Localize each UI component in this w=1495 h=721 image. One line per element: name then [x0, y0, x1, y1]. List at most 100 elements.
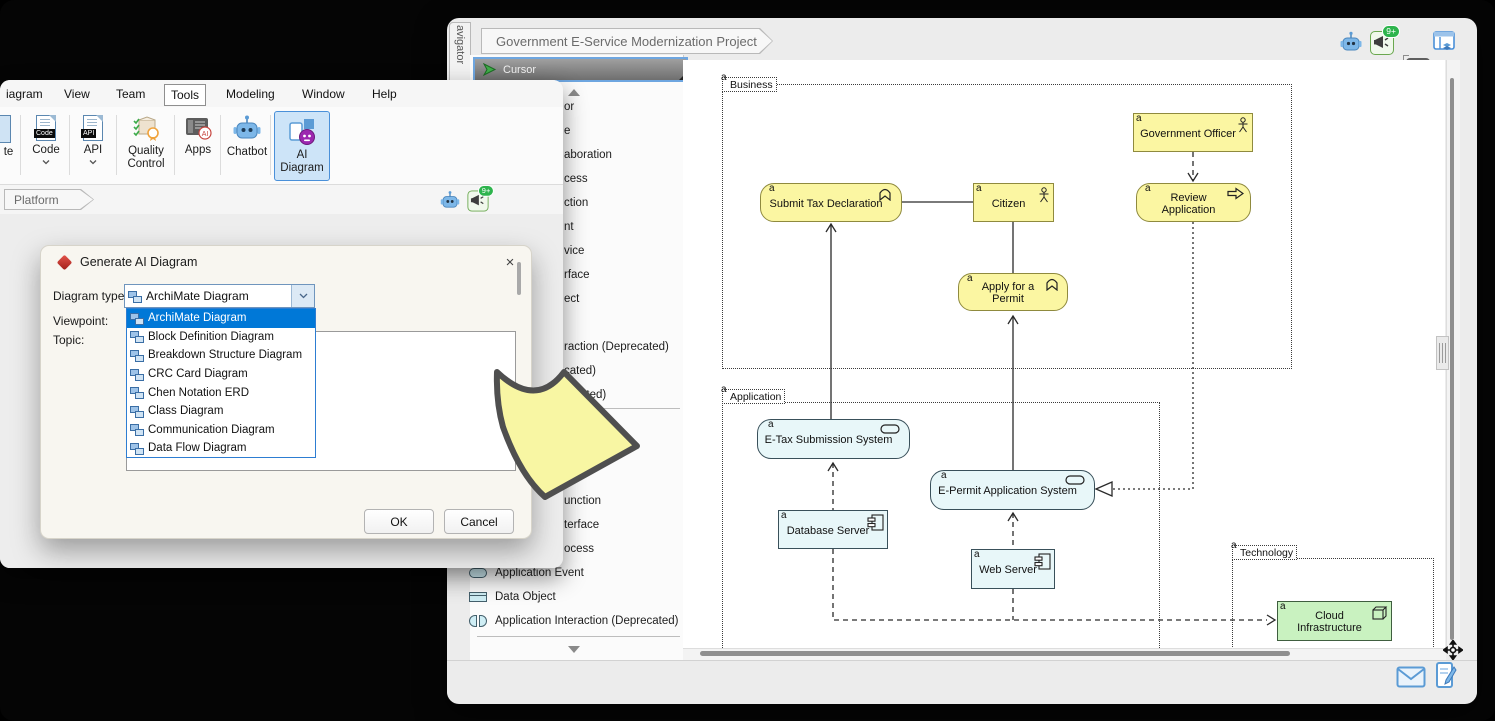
diagram-canvas[interactable]: a Business a Application a Technology [683, 60, 1445, 648]
toolbox-item-label: vice [564, 245, 585, 257]
dropdown-item[interactable]: CRC Card Diagram [127, 365, 315, 384]
diagram-node-submit-tax-declaration[interactable]: a Submit Tax Declaration [760, 183, 902, 222]
code-button[interactable]: Code Code [24, 111, 68, 181]
dropdown-item[interactable]: Communication Diagram [127, 421, 315, 440]
dropdown-item[interactable]: Data Flow Diagram [127, 439, 315, 457]
menu-window[interactable]: Window [302, 87, 345, 101]
breadcrumb-platform[interactable]: Platform [4, 189, 94, 210]
document-tab[interactable]: Government E-Service Modernization Proje… [481, 28, 773, 54]
diagram-node-cloud-infrastructure[interactable]: a Cloud Infrastructure [1277, 601, 1392, 641]
chatbot-icon[interactable] [439, 190, 462, 213]
layer-technology-label: Technology [1240, 546, 1294, 559]
api-button[interactable]: API API [72, 111, 114, 181]
palette-scroll-up-icon[interactable] [568, 89, 580, 96]
mail-icon[interactable] [1396, 666, 1426, 688]
partial-toolbar-button[interactable]: te [0, 111, 17, 181]
pan-tool-icon[interactable] [1443, 640, 1463, 660]
toolbox-item[interactable]: vice [564, 239, 669, 263]
toolbox-item[interactable]: ction [564, 191, 669, 215]
dropdown-item[interactable]: Breakdown Structure Diagram [127, 346, 315, 365]
diagram-node-review-application[interactable]: a Review Application [1136, 183, 1251, 222]
quality-control-button[interactable]: Quality Control [120, 111, 172, 181]
menu-help[interactable]: Help [372, 87, 397, 101]
layout-panel-icon[interactable] [1433, 31, 1457, 53]
apps-button[interactable]: AI Apps [178, 111, 218, 181]
dialog-titlebar[interactable]: Generate AI Diagram × [41, 246, 531, 278]
toolbox-item[interactable]: cated) [564, 359, 669, 383]
horizontal-scrollbar-thumb[interactable] [700, 651, 1290, 656]
toolbox-item[interactable]: ocess [564, 537, 601, 561]
toolbox-item[interactable]: terface [564, 513, 601, 537]
diagram-node-web-server[interactable]: a Web Server [971, 549, 1055, 589]
dropdown-scrollbar-thumb[interactable] [517, 262, 521, 295]
inter-icon [469, 615, 487, 627]
chatbot-button[interactable]: Chatbot [224, 111, 270, 181]
toolbox-separator [477, 636, 680, 637]
node-label: Web Server [979, 564, 1037, 576]
dropdown-item[interactable]: Chen Notation ERD [127, 383, 315, 402]
toolbox-item[interactable]: rface [564, 263, 669, 287]
toolbox-item[interactable]: raction (Deprecated) [564, 335, 669, 359]
toolbox-item-label: Application Event [495, 567, 584, 579]
toolbox-item[interactable]: aboration [564, 143, 669, 167]
menu-diagram[interactable]: iagram [6, 87, 43, 101]
chatbot-icon[interactable] [1338, 30, 1364, 56]
menu-modeling[interactable]: Modeling [226, 87, 275, 101]
combobox-dropdown-button[interactable] [291, 285, 314, 307]
diagram-node-apply-for-a-permit[interactable]: a Apply for a Permit [958, 273, 1068, 311]
diagram-type-combobox[interactable]: ArchiMate Diagram [124, 284, 315, 308]
vertical-scrollbar-thumb[interactable] [1450, 78, 1454, 640]
ai-marker: a [768, 419, 774, 430]
toolbox-item[interactable]: Application Event [469, 561, 678, 585]
toolbox-item[interactable]: e [564, 119, 669, 143]
diagram-node-citizen[interactable]: a Citizen [973, 183, 1054, 222]
panel-splitter-grip[interactable] [1436, 336, 1449, 370]
process-chevron-icon [879, 188, 891, 201]
chevron-down-icon [89, 160, 97, 165]
dropdown-item[interactable]: Class Diagram [127, 402, 315, 421]
menu-team[interactable]: Team [116, 87, 146, 101]
chatbot-icon [233, 115, 261, 139]
toolbox-item[interactable]: or [564, 95, 669, 119]
dropdown-item-label: Breakdown Structure Diagram [148, 349, 303, 362]
whats-new-megaphone-icon[interactable]: 9+ [1370, 25, 1400, 55]
node-label: Cloud Infrastructure [1297, 610, 1362, 634]
application-service-icon [880, 424, 900, 434]
ai-diagram-button[interactable]: AI Diagram [274, 111, 330, 181]
toolbox-item-label: cated) [564, 365, 596, 377]
diagram-node-government-officer[interactable]: a Government Officer [1133, 113, 1253, 152]
toolbox-item[interactable]: cess [564, 167, 669, 191]
toolbox-item[interactable]: Application Interaction (Deprecated) [469, 609, 678, 633]
toolbox-item[interactable]: nt [564, 215, 669, 239]
toolbox-item[interactable]: ect [564, 287, 669, 311]
palette-scroll-down-icon[interactable] [568, 646, 580, 653]
layer-technology[interactable] [1232, 558, 1434, 648]
dropdown-item[interactable]: ArchiMate Diagram [127, 309, 315, 328]
edit-document-icon[interactable] [1435, 661, 1457, 689]
cursor-tool-label: Cursor [503, 63, 537, 76]
process-chevron-icon [1046, 278, 1058, 291]
toolbox-item-label: ect [564, 293, 580, 305]
node-label: Apply for a Permit [981, 281, 1035, 305]
ok-button[interactable]: OK [364, 509, 434, 534]
diagram-node-e-permit-application-system[interactable]: a E-Permit Application System [930, 470, 1095, 510]
layer-business[interactable] [722, 84, 1292, 369]
diagram-type-icon [130, 368, 144, 381]
status-bar [447, 660, 1477, 704]
toolbox-item[interactable]: unction [564, 489, 601, 513]
menu-tools[interactable]: Tools [164, 84, 207, 106]
cursor-tool-button[interactable]: Cursor [473, 57, 688, 82]
ai-marker: a [967, 273, 973, 284]
diagram-node-e-tax-submission-system[interactable]: a E-Tax Submission System [757, 419, 910, 459]
callout-arrow [493, 369, 640, 500]
whats-new-megaphone-icon[interactable]: 9+ [467, 185, 494, 212]
menu-view[interactable]: View [64, 87, 90, 101]
cancel-button[interactable]: Cancel [444, 509, 514, 534]
toolbox-item[interactable]: Data Object [469, 585, 678, 609]
close-icon[interactable]: × [505, 253, 515, 271]
dropdown-item[interactable]: Block Definition Diagram [127, 328, 315, 347]
diagram-node-database-server[interactable]: a Database Server [778, 510, 888, 549]
layer-application[interactable] [722, 402, 1160, 648]
